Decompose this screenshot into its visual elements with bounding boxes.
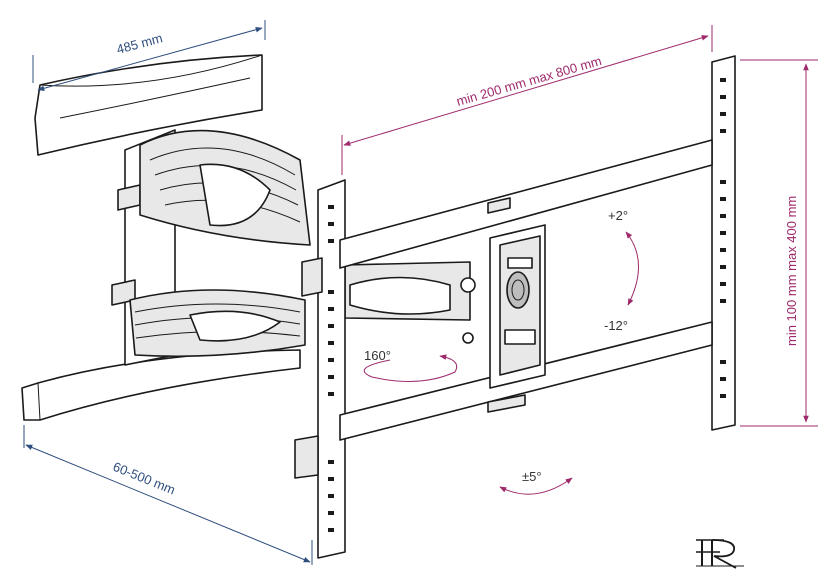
level-indicator: ±5° bbox=[499, 469, 573, 495]
tilt-up-label: +2° bbox=[608, 208, 628, 223]
tilt-down-label: -12° bbox=[604, 318, 628, 333]
vertical-spacing-label: min 100 mm max 400 mm bbox=[784, 196, 799, 346]
swivel-indicator: 160° bbox=[363, 348, 458, 382]
swivel-label: 160° bbox=[364, 348, 391, 363]
dimension-horizontal-spacing: min 200 mm max 800 mm bbox=[341, 25, 713, 175]
inner-arm bbox=[344, 261, 476, 344]
level-label: ±5° bbox=[522, 469, 542, 484]
dimension-vertical-spacing: min 100 mm max 400 mm bbox=[740, 59, 818, 427]
horizontal-spacing-label: min 200 mm max 800 mm bbox=[455, 53, 604, 109]
dimension-arm-extension: 60-500 mm bbox=[23, 425, 313, 565]
vesa-frame bbox=[294, 55, 736, 559]
arm-extension-label: 60-500 mm bbox=[111, 459, 178, 498]
tilt-indicator: +2° -12° bbox=[604, 208, 639, 333]
arm-width-label: 485 mm bbox=[115, 30, 164, 57]
left-rail-slots bbox=[328, 205, 334, 532]
fr-monogram-logo bbox=[696, 539, 744, 569]
swing-arm-lower bbox=[129, 289, 306, 358]
swing-arm-upper bbox=[139, 129, 311, 246]
right-rail-slots bbox=[720, 78, 726, 398]
